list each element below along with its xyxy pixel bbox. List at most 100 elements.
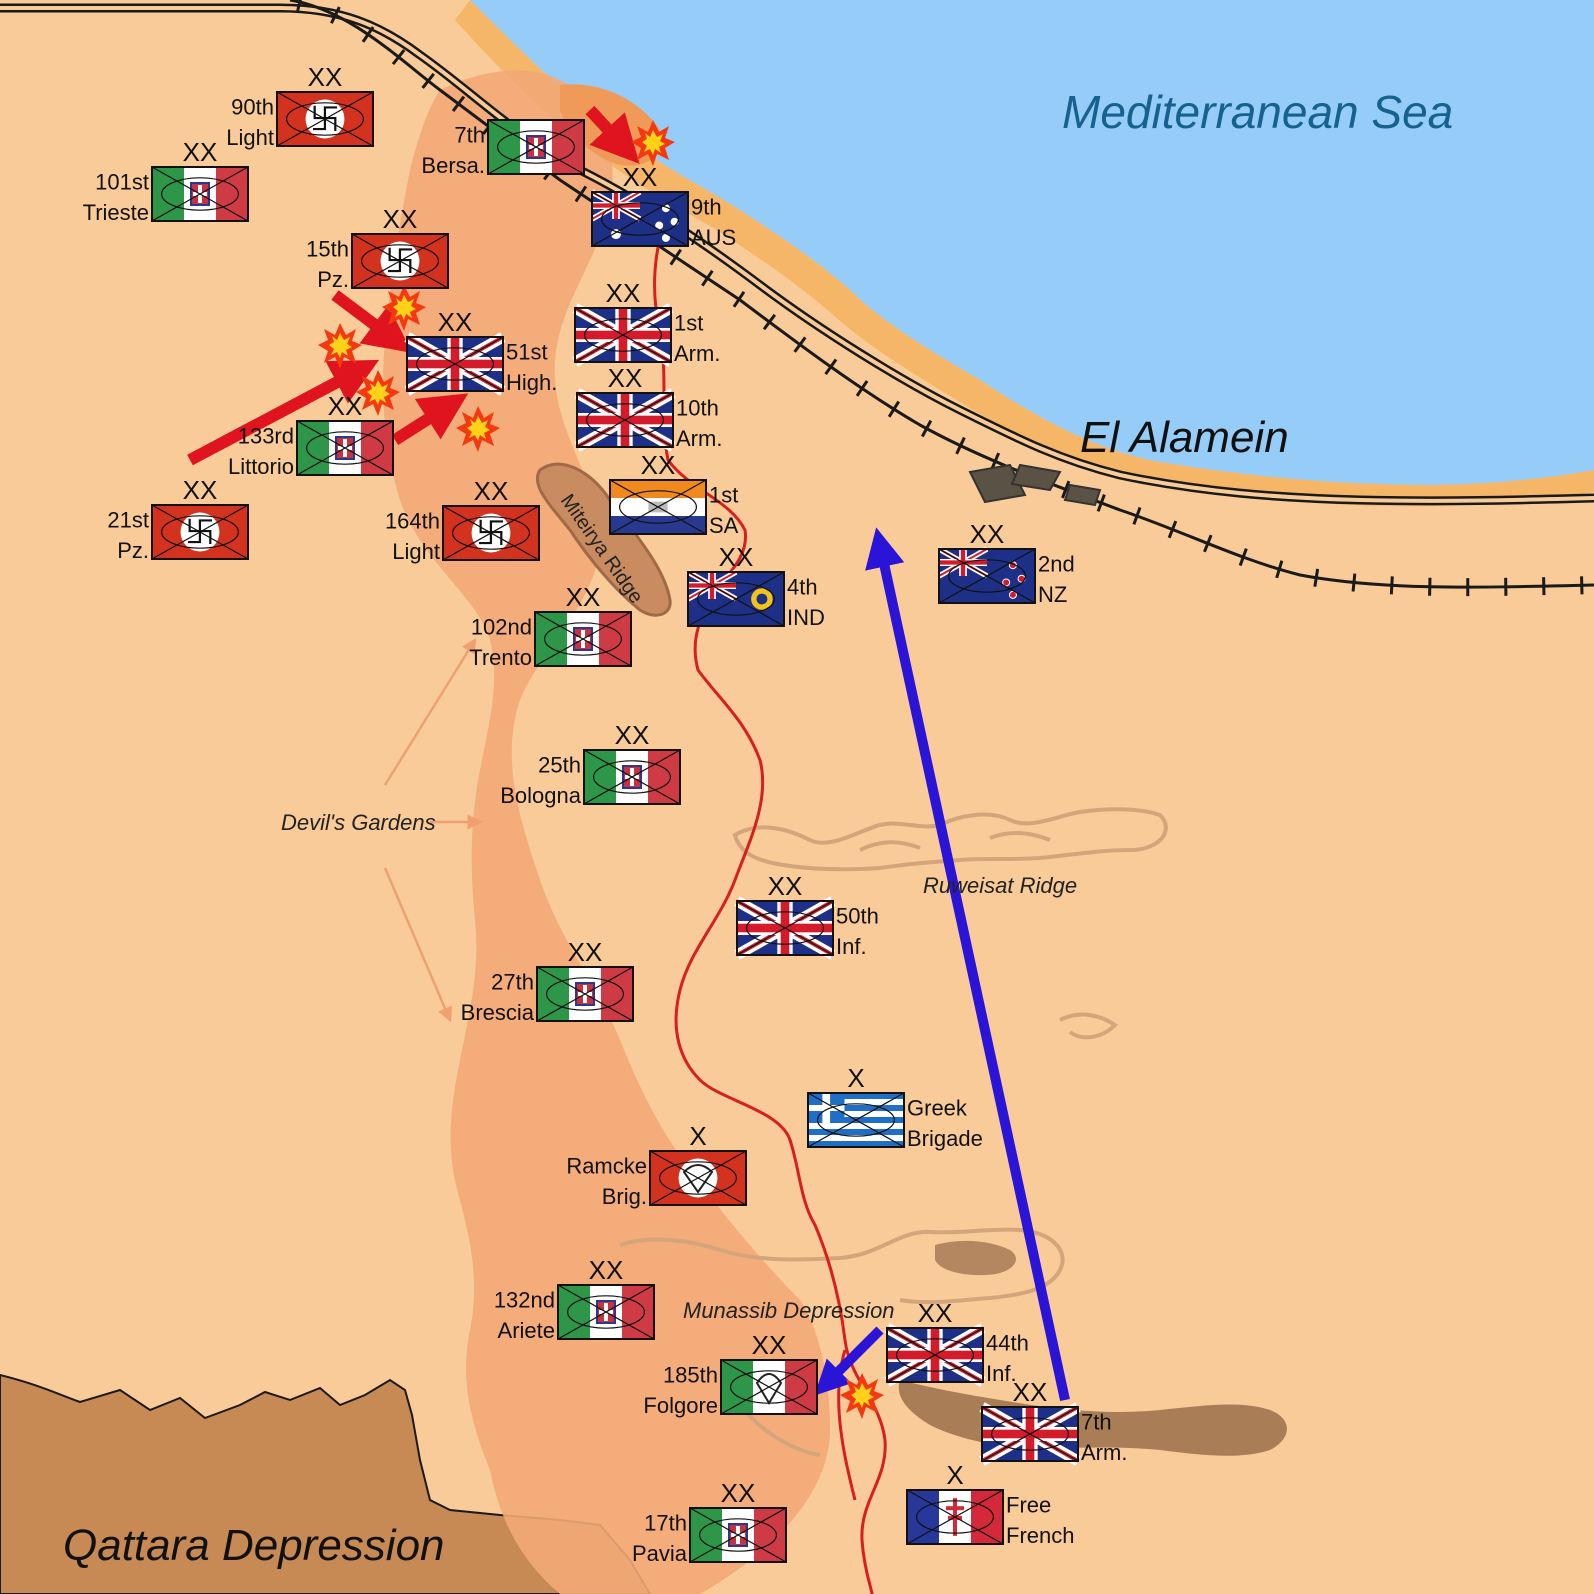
- explosion-icon: [456, 406, 500, 452]
- devils-gardens-label: Devil's Gardens: [281, 810, 436, 835]
- munassib-depression-label: Munassib Depression: [683, 1298, 895, 1323]
- echelon-label: XX: [308, 62, 343, 92]
- echelon-label: XX: [589, 1255, 624, 1285]
- unit-type-label: Arm.: [676, 426, 722, 451]
- echelon-label: XX: [383, 204, 418, 234]
- minefield-belt: [383, 70, 830, 1594]
- unit-number-label: 185th: [663, 1363, 718, 1388]
- unit-type-label: Light: [226, 125, 274, 150]
- unit-number-label: 17th: [644, 1511, 687, 1536]
- unit-number-label: 1st: [674, 311, 703, 336]
- el-alamein-label: El Alamein: [1080, 413, 1289, 462]
- svg-text:卐: 卐: [385, 244, 415, 279]
- unit-type-label: Trento: [469, 645, 532, 670]
- explosion-icon: [631, 120, 675, 166]
- unit-type-label: Folgore: [643, 1393, 718, 1418]
- unit-number-label: 7th: [454, 123, 485, 148]
- echelon-label: XX: [183, 475, 218, 505]
- explosion-icon: [840, 1373, 884, 1419]
- echelon-label: XX: [438, 307, 473, 337]
- unit-number-label: 164th: [385, 509, 440, 534]
- unit-type-label: Pz.: [317, 267, 349, 292]
- svg-text:卐: 卐: [476, 516, 506, 551]
- echelon-label: XX: [719, 542, 754, 572]
- unit-number-label: 44th: [986, 1331, 1029, 1356]
- unit-number-label: 50th: [836, 904, 879, 929]
- unit-number-label: 51st: [506, 340, 548, 365]
- explosion-icon: [318, 323, 362, 369]
- unit-number-label: 4th: [787, 575, 818, 600]
- unit-number-label: 2nd: [1038, 552, 1075, 577]
- unit-type-label: Arm.: [1081, 1440, 1127, 1465]
- explosion-markers: [318, 120, 884, 1419]
- railway: [0, 0, 1594, 597]
- axis-attack-arrows: [187, 105, 640, 466]
- echelon-label: XX: [608, 363, 643, 393]
- unit-number-label: 27th: [491, 970, 534, 995]
- unit-number-label: 1st: [709, 483, 738, 508]
- unit-number-label: 9th: [691, 195, 722, 220]
- echelon-label: XX: [752, 1330, 787, 1360]
- unit-type-label: Brigade: [907, 1126, 983, 1151]
- echelon-label: XX: [641, 450, 676, 480]
- svg-text:卐: 卐: [310, 102, 340, 137]
- unit-type-label: Pavia: [632, 1541, 688, 1566]
- unit-type-label: AUS: [691, 225, 736, 250]
- flag-italian-icon: [297, 421, 393, 475]
- unit-type-label: SA: [709, 513, 739, 538]
- unit-type-label: Bersa.: [421, 153, 485, 178]
- unit-number-label: Greek: [907, 1096, 968, 1121]
- unit-number-label: 101st: [95, 170, 149, 195]
- svg-text:卐: 卐: [185, 515, 215, 550]
- mediterranean-sea-label: Mediterranean Sea: [1062, 86, 1453, 138]
- unit-number-label: 21st: [107, 508, 149, 533]
- unit-number-label: 90th: [231, 95, 274, 120]
- echelon-label: XX: [328, 391, 363, 421]
- echelon-label: XX: [768, 871, 803, 901]
- unit-type-label: Brig.: [602, 1184, 647, 1209]
- unit-type-label: NZ: [1038, 582, 1067, 607]
- unit-number-label: 133rd: [238, 424, 294, 449]
- echelon-label: XX: [615, 720, 650, 750]
- ruweisat-ridge-label: Ruweisat Ridge: [923, 873, 1077, 898]
- unit-number-label: 7th: [1081, 1410, 1112, 1435]
- echelon-label: XX: [623, 162, 658, 192]
- el-alamein-town: [968, 463, 1102, 507]
- devils-gardens-pointers: [383, 637, 483, 1023]
- explosion-icon: [382, 285, 426, 331]
- allied-shift-arrow: [865, 527, 1070, 1402]
- qattara-depression-label: Qattara Depression: [63, 1521, 445, 1570]
- unit-number-label: Ramcke: [566, 1154, 647, 1179]
- unit-type-label: French: [1006, 1523, 1074, 1548]
- allied-attack-arrow: [814, 1326, 884, 1396]
- unit-number-label: 102nd: [471, 615, 532, 640]
- echelon-label: XX: [970, 519, 1005, 549]
- echelon-label: XX: [183, 137, 218, 167]
- explosion-icon: [356, 370, 400, 416]
- unit-type-label: High.: [506, 370, 557, 395]
- unit-number-label: 15th: [306, 237, 349, 262]
- unit-type-label: Brescia: [461, 1000, 535, 1025]
- echelon-label: XX: [918, 1298, 953, 1328]
